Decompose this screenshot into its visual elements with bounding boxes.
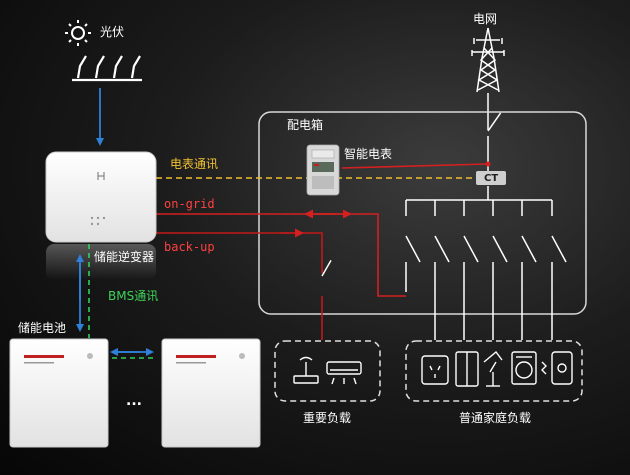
battery-icon	[9, 338, 109, 448]
battery-ellipsis: ...	[126, 393, 142, 409]
meter-comm-label: 电表通讯	[170, 157, 219, 171]
back-up-label: back-up	[164, 240, 215, 254]
socket-icon	[421, 355, 449, 385]
inverter-icon	[45, 151, 157, 280]
inverter-label: 储能逆变器	[94, 250, 155, 264]
back-up-line	[156, 232, 323, 273]
distribution-box-frame	[258, 111, 587, 315]
home-load-label: 普通家庭负载	[459, 411, 532, 425]
battery-label: 储能电池	[18, 321, 67, 335]
main-breaker	[487, 112, 502, 132]
home-load-box	[405, 340, 583, 402]
power-tower-icon	[471, 27, 505, 93]
smart-meter-label: 智能电表	[344, 147, 393, 161]
back-up-breaker	[321, 260, 332, 277]
critical-load-box	[274, 340, 381, 402]
grid-label: 电网	[473, 12, 498, 26]
fridge-icon	[455, 351, 479, 387]
smart-meter-icon	[306, 144, 340, 196]
lamp-icon	[483, 350, 503, 387]
air-conditioner-icon	[326, 361, 362, 385]
on-grid-line	[156, 213, 406, 297]
ct-label: CT	[484, 173, 499, 184]
meter-link-dot	[485, 161, 491, 167]
water-heater-icon	[541, 351, 573, 385]
solar-panel-icon	[72, 55, 142, 82]
critical-load-label: 重要负载	[303, 411, 352, 425]
bms-comm-label: BMS通讯	[108, 289, 159, 303]
pv-label: 光伏	[100, 25, 125, 39]
router-icon	[293, 356, 319, 384]
branch-breakers	[405, 200, 567, 340]
on-grid-label: on-grid	[164, 197, 215, 211]
sun-icon	[65, 20, 91, 46]
distribution-box-label: 配电箱	[287, 118, 324, 132]
ct-box	[476, 171, 506, 185]
meter-link	[341, 163, 489, 169]
washing-machine-icon	[511, 351, 537, 385]
battery-icon	[161, 338, 261, 448]
